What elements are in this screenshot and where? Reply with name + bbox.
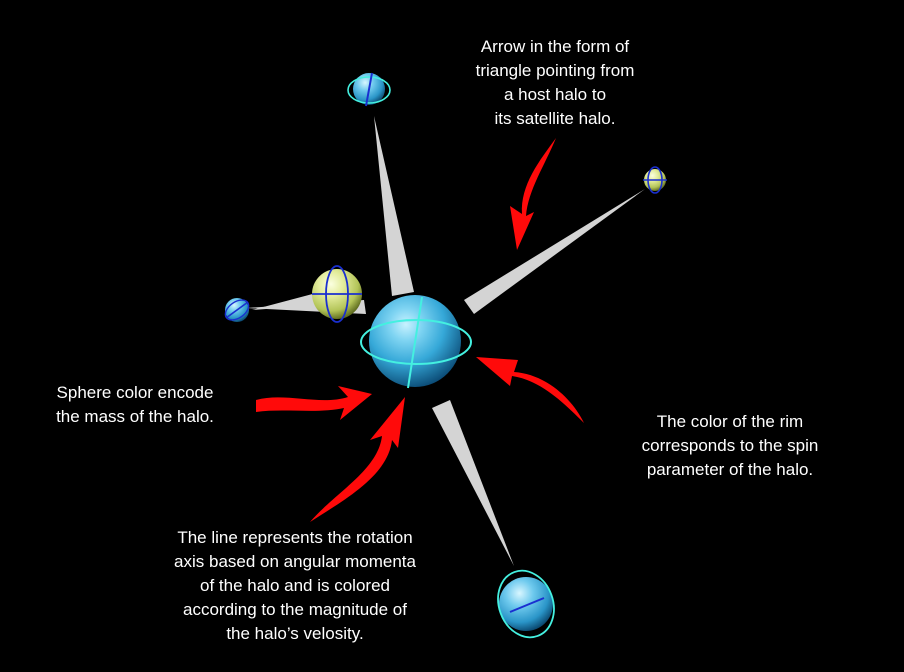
spin-rim-bottom — [497, 569, 555, 639]
annotation-arrow-triangle: Arrow in the form of triangle pointing f… — [430, 35, 680, 131]
annotation-line: the halo’s velosity. — [226, 624, 364, 643]
pointer-arrow-to-sphere — [256, 386, 372, 420]
annotation-rim-color: The color of the rim corresponds to the … — [610, 410, 850, 482]
link-triangles — [246, 116, 645, 566]
annotation-line: Sphere color encode — [56, 383, 214, 402]
annotation-line: the mass of the halo. — [56, 407, 214, 426]
annotation-line: of the halo and is colored — [200, 576, 390, 595]
halo-sphere-bottom — [499, 577, 553, 631]
rotation-axis-bottom — [509, 597, 545, 613]
annotation-rotation-line: The line represents the rotation axis ba… — [135, 526, 455, 646]
link-triangle-top — [374, 116, 414, 296]
annotation-line: Arrow in the form of — [480, 37, 630, 56]
spin-rim-top — [347, 76, 391, 104]
annotation-line: corresponds to the spin — [641, 436, 819, 455]
pointer-arrow-to-link — [510, 138, 556, 250]
halo-host — [360, 295, 472, 389]
annotation-line: The color of the rim — [656, 412, 804, 431]
halo-left-medium — [312, 265, 362, 323]
spin-rim-host — [360, 319, 472, 365]
annotation-sphere-color: Sphere color encode the mass of the halo… — [30, 381, 240, 429]
annotation-line: according to the magnitude of — [183, 600, 407, 619]
halo-top — [347, 72, 391, 107]
pointer-arrows — [256, 138, 584, 522]
rotation-axis-top — [365, 72, 373, 107]
pointer-arrow-to-axis — [310, 397, 405, 522]
halo-bottom — [497, 569, 555, 639]
pointer-arrow-to-rim — [476, 357, 584, 423]
annotation-line: axis based on angular momenta — [174, 552, 416, 571]
link-triangle-upper-right — [464, 189, 645, 314]
halo-left-small — [224, 298, 250, 322]
annotation-line: its satellite halo. — [494, 109, 616, 128]
annotation-line: parameter of the halo. — [646, 460, 814, 479]
link-triangle-bottom — [432, 400, 514, 566]
annotation-line: a host halo to — [503, 85, 607, 104]
rotation-axis-left-small — [225, 301, 249, 319]
annotation-line: The line represents the rotation — [177, 528, 413, 547]
rotation-axis-host — [407, 296, 423, 389]
halo-upper-right — [643, 166, 667, 194]
annotation-line: triangle pointing from — [475, 61, 635, 80]
